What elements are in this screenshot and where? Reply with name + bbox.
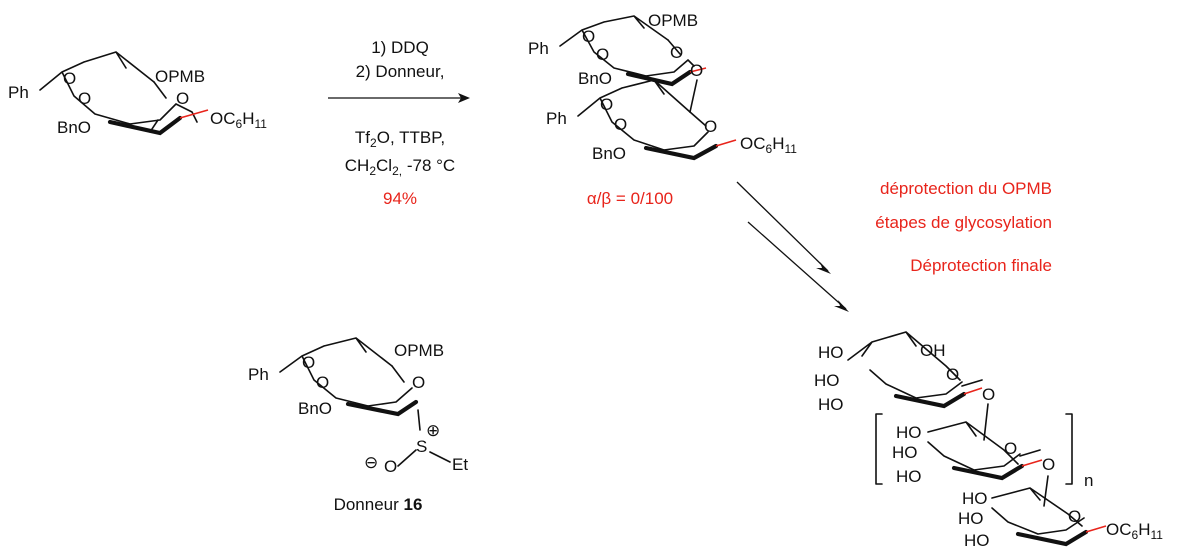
opmb-label: OPMB: [394, 341, 444, 360]
step-glycosylation: étapes de glycosylation: [875, 213, 1052, 232]
donor-16: Ph O O OPMB O BnO S ⊕ O ⊖ Et Donneur 16: [248, 337, 468, 514]
phenyl-label: Ph: [8, 83, 29, 102]
hydroxyl-label: OH: [920, 341, 946, 360]
glycosidic-oxygen-label: O: [690, 61, 703, 80]
bno-label: BnO: [57, 118, 91, 137]
starting-material: Ph O O OPMB O BnO OC6H11: [8, 51, 267, 137]
ring-oxygen-label: O: [1004, 439, 1017, 458]
ring-oxygen-label: O: [946, 365, 959, 384]
ring-oxygen-label: O: [412, 373, 425, 392]
ring-oxygen-label: O: [63, 69, 76, 88]
ring-oxygen-label: O: [600, 95, 613, 114]
ring-oxygen-label: O: [302, 353, 315, 372]
ring-oxygen-label: O: [582, 27, 595, 46]
oc6h11-label: OC6H11: [740, 134, 797, 156]
step-deprotection-opmb: déprotection du OPMB: [880, 179, 1052, 198]
glycosidic-oxygen-label: O: [982, 385, 995, 404]
ring-oxygen-label: O: [614, 115, 627, 134]
ring-oxygen-label: O: [704, 117, 717, 136]
disaccharide-product: Ph O O OPMB O BnO O Ph O O O BnO OC6H11 …: [528, 11, 797, 208]
sulfoxide-oxygen-label: O: [384, 457, 397, 476]
ring-oxygen-label: O: [596, 45, 609, 64]
condition-solvent-temp: CH2Cl2, -78 °C: [345, 156, 455, 178]
ring-oxygen-label: O: [670, 43, 683, 62]
oc6h11-label: OC6H11: [1106, 520, 1163, 542]
hydroxyl-label: HO: [814, 371, 840, 390]
phenyl-label: Ph: [248, 365, 269, 384]
bno-label: BnO: [578, 69, 612, 88]
reaction1-conditions: 1) DDQ 2) Donneur, Tf2O, TTBP, CH2Cl2, -…: [328, 38, 470, 208]
ring-oxygen-label: O: [176, 89, 189, 108]
bno-label: BnO: [298, 399, 332, 418]
step-final-deprotection: Déprotection finale: [910, 256, 1052, 275]
ethyl-label: Et: [452, 455, 468, 474]
reagent-ddq: 1) DDQ: [371, 38, 429, 57]
yield-label: 94%: [383, 189, 417, 208]
final-oligosaccharide: HO OH HO HO O O n HO HO HO O O HO HO HO …: [814, 331, 1163, 549]
negative-charge: ⊖: [364, 453, 378, 472]
reagent-donneur: 2) Donneur,: [356, 62, 445, 81]
hydroxyl-label: HO: [896, 423, 922, 442]
anomeric-selectivity: α/β = 0/100: [587, 189, 673, 208]
donor-caption: Donneur 16: [334, 495, 423, 514]
sulfur-label: S: [416, 437, 427, 456]
positive-charge: ⊕: [426, 421, 440, 440]
repeat-count-n: n: [1084, 471, 1093, 490]
glycosidic-oxygen-label: O: [1042, 455, 1055, 474]
ring-oxygen-label: O: [316, 373, 329, 392]
bno-label: BnO: [592, 144, 626, 163]
opmb-label: OPMB: [155, 67, 205, 86]
hydroxyl-label: HO: [892, 443, 918, 462]
hydroxyl-label: HO: [962, 489, 988, 508]
hydroxyl-label: HO: [896, 467, 922, 486]
reaction2-arrows: déprotection du OPMB étapes de glycosyla…: [736, 179, 1052, 312]
opmb-label: OPMB: [648, 11, 698, 30]
hydroxyl-label: HO: [958, 509, 984, 528]
oc6h11-label: OC6H11: [210, 109, 267, 131]
hydroxyl-label: HO: [818, 395, 844, 414]
hydroxyl-label: HO: [964, 531, 990, 549]
ring-oxygen-label: O: [78, 89, 91, 108]
phenyl-label: Ph: [528, 39, 549, 58]
phenyl-label: Ph: [546, 109, 567, 128]
condition-tf2o-ttbp: Tf2O, TTBP,: [355, 128, 445, 150]
ring-oxygen-label: O: [1068, 507, 1081, 526]
hydroxyl-label: HO: [818, 343, 844, 362]
